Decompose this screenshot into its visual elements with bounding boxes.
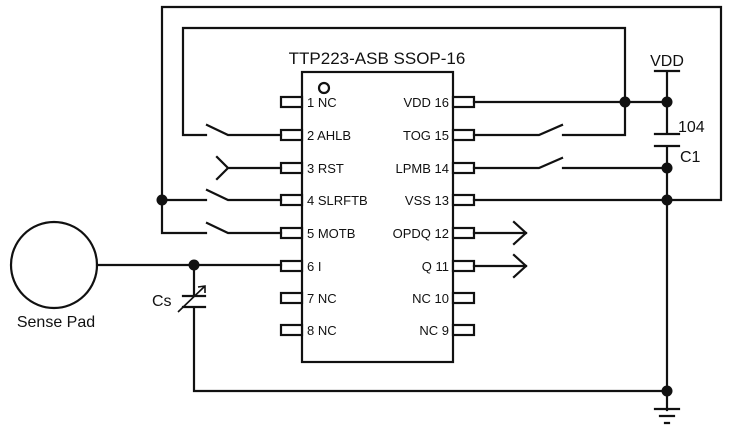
pin-13 — [451, 193, 476, 207]
pin-label-4: 4 SLRFTB — [307, 193, 368, 208]
switch-motb — [160, 198, 283, 235]
pin-10 — [451, 291, 476, 305]
pin-1 — [279, 95, 304, 109]
pin-label-7: 7 NC — [307, 291, 337, 306]
pin-label-3: 3 RST — [307, 161, 344, 176]
rst-terminal — [215, 155, 283, 181]
pin-label-5: 5 MOTB — [307, 226, 355, 241]
pin-label-15: TOG 15 — [403, 128, 449, 143]
pin-11 — [451, 259, 476, 273]
pin-label-10: NC 10 — [412, 291, 449, 306]
opdq-output-arrow — [472, 220, 528, 246]
junction-dot — [661, 385, 673, 397]
sense-pad-label: Sense Pad — [17, 314, 95, 331]
inner-wire-loop — [181, 26, 627, 137]
c1-value: 104 — [678, 119, 705, 136]
switch-ahlb — [205, 123, 283, 137]
cs-label: Cs — [152, 293, 172, 310]
left-pins — [279, 95, 304, 337]
pin-label-6: 6 I — [307, 259, 321, 274]
pin1-indicator — [317, 81, 331, 95]
junction-dot — [619, 96, 631, 108]
pin-5 — [279, 226, 304, 240]
ic-body — [300, 70, 455, 364]
pin-label-13: VSS 13 — [405, 193, 449, 208]
pin-4 — [279, 193, 304, 207]
pin-12 — [451, 226, 476, 240]
q-output-arrow — [472, 253, 528, 279]
pin-label-14: LPMB 14 — [396, 161, 449, 176]
vdd-label: VDD — [650, 53, 684, 70]
pin-label-1: 1 NC — [307, 95, 337, 110]
switch-tog — [472, 123, 564, 137]
pin-9 — [451, 323, 476, 337]
pin-2 — [279, 128, 304, 142]
pin-label-12: OPDQ 12 — [393, 226, 449, 241]
pin-14 — [451, 161, 476, 175]
c1-name: C1 — [680, 149, 701, 166]
variable-arrow-icon — [177, 285, 206, 313]
outer-wire-loop — [160, 5, 723, 202]
vdd-rail-c1 — [653, 69, 681, 412]
pin-7 — [279, 291, 304, 305]
switch-lpmb — [472, 156, 669, 170]
pin-label-9: NC 9 — [419, 323, 449, 338]
ground-icon — [653, 407, 681, 425]
pin-15 — [451, 128, 476, 142]
pin-label-16: VDD 16 — [403, 95, 449, 110]
junction-dot — [156, 194, 168, 206]
sense-pad — [9, 220, 99, 310]
right-pins — [451, 95, 476, 337]
pin-label-2: 2 AHLB — [307, 128, 351, 143]
pin-label-8: 8 NC — [307, 323, 337, 338]
pin-16 — [451, 95, 476, 109]
pin-6 — [279, 259, 304, 273]
chip-title: TTP223-ASB SSOP-16 — [289, 49, 466, 68]
switch-slrftb — [160, 188, 283, 202]
pin-8 — [279, 323, 304, 337]
pin-3 — [279, 161, 304, 175]
pin-label-11: Q 11 — [422, 259, 449, 274]
